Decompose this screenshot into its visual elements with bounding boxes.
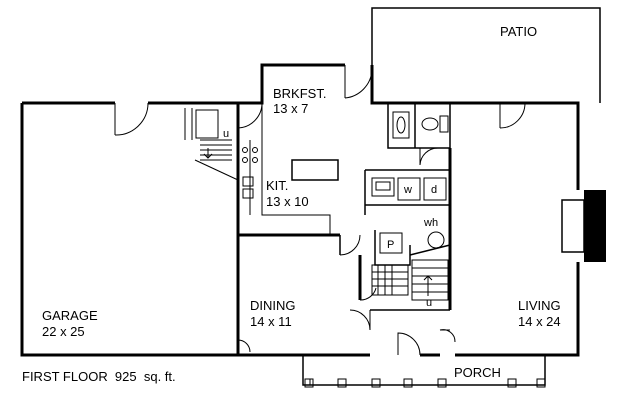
garage-label: GARAGE — [42, 308, 98, 323]
patio-label: PATIO — [500, 24, 537, 39]
living-label: LIVING — [518, 298, 561, 313]
breakfast-label: BRKFST. — [273, 86, 326, 101]
sink-icon — [392, 111, 410, 139]
sink-icon — [242, 176, 254, 199]
main-stairs: u — [371, 259, 449, 309]
bathroom — [392, 111, 449, 139]
garage-size: 22 x 25 — [42, 324, 85, 339]
dryer-label: d — [431, 184, 437, 196]
breakfast-room: BRKFST. 13 x 7 — [273, 86, 326, 116]
living-room: LIVING 14 x 24 — [518, 298, 561, 329]
pantry: P — [379, 232, 403, 254]
living-size: 14 x 24 — [518, 314, 561, 329]
garage-stair-up: u — [223, 128, 229, 140]
toilet-icon — [421, 115, 449, 133]
garage: GARAGE 22 x 25 — [42, 308, 98, 339]
interior-walls — [236, 103, 452, 340]
doors — [114, 65, 526, 356]
porch-label: PORCH — [454, 365, 501, 380]
floor-caption: FIRST FLOOR 925 sq. ft. — [22, 369, 176, 384]
dining-size: 14 x 11 — [250, 314, 292, 329]
arrow-down-icon — [203, 148, 213, 159]
water-heater-icon — [427, 231, 445, 249]
kitchen-fixtures: KIT. 13 x 10 — [242, 103, 339, 235]
laundry: w d wh — [371, 177, 447, 249]
kitchen-label: KIT. — [266, 178, 288, 193]
breakfast-size: 13 x 7 — [273, 101, 308, 116]
stove-icon — [242, 147, 258, 163]
patio: PATIO — [371, 7, 601, 103]
porch: PORCH — [302, 355, 546, 388]
main-stair-up: u — [426, 297, 432, 309]
exterior-walls — [20, 63, 580, 357]
kitchen-size: 13 x 10 — [266, 194, 309, 209]
fireplace — [561, 190, 606, 262]
pantry-label: P — [387, 239, 394, 251]
dining-room: DINING 14 x 11 — [250, 298, 296, 329]
washer-label: w — [403, 184, 412, 196]
garage-stairs: u — [184, 108, 239, 181]
dining-label: DINING — [250, 298, 296, 313]
water-heater-label: wh — [423, 217, 438, 229]
arrow-up-icon — [423, 275, 433, 296]
